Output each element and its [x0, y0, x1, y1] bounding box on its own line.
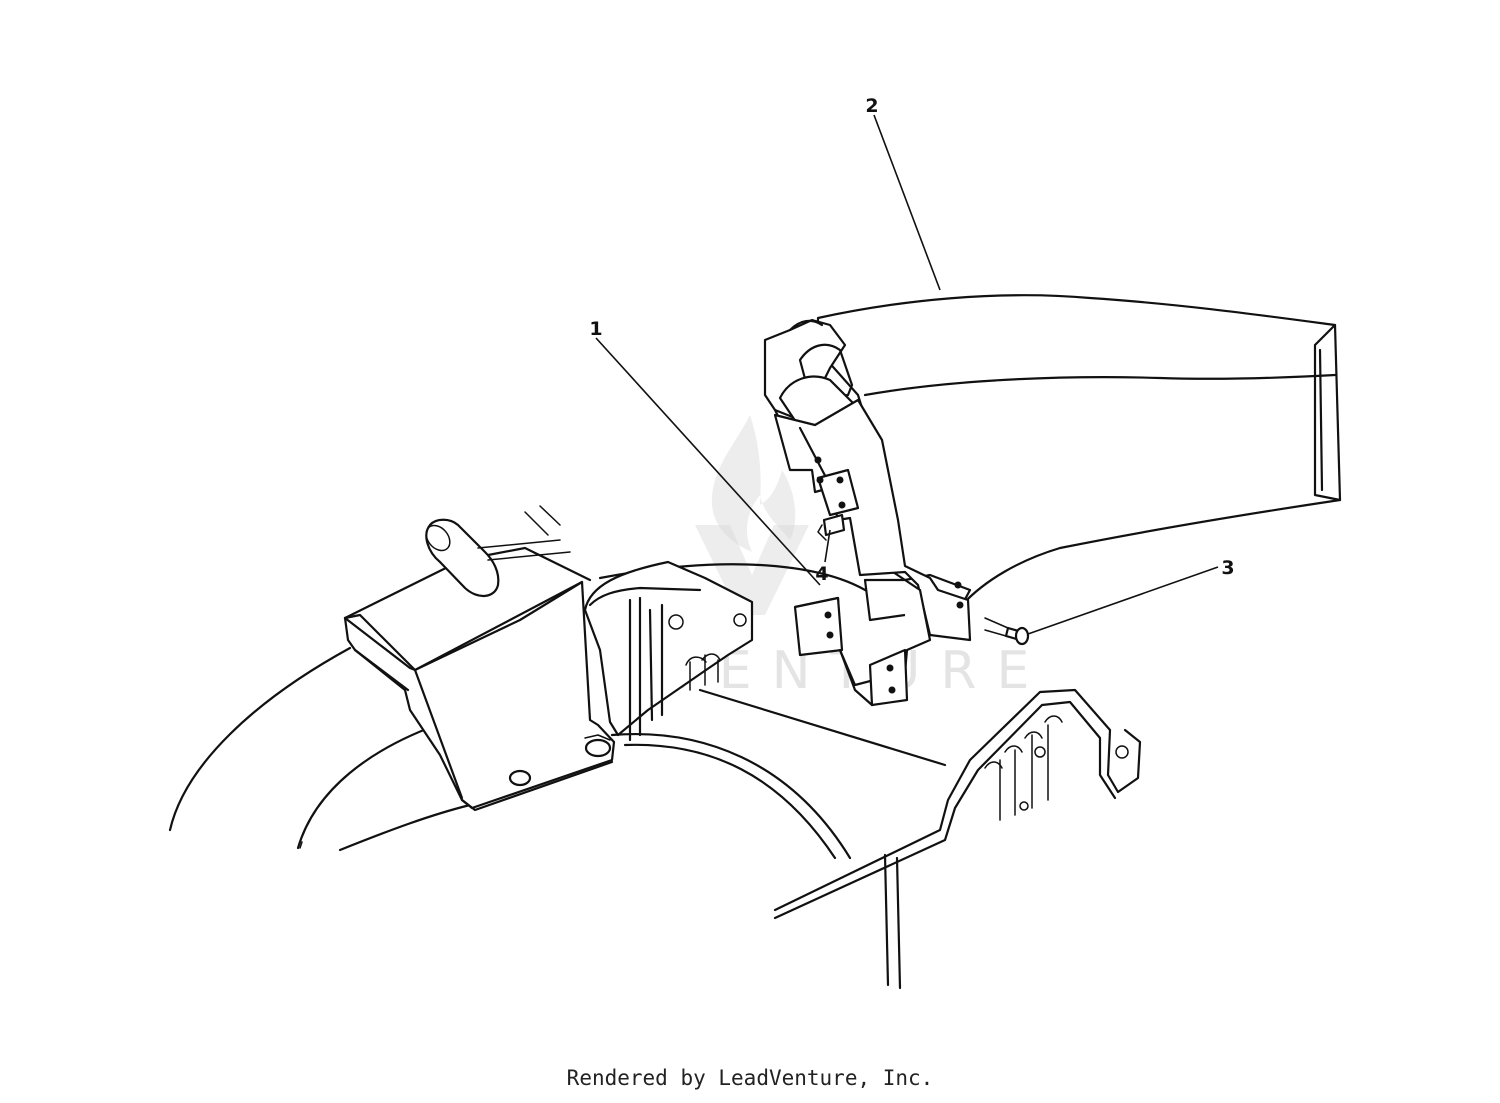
callout-label-4: 4: [815, 563, 828, 585]
deck-bracket: [583, 560, 754, 742]
leader-line-3: [1027, 566, 1219, 635]
callout-label-2: 2: [865, 95, 878, 117]
callout-label-3: 3: [1221, 557, 1234, 579]
leader-line-2: [873, 114, 941, 291]
bolt: [984, 617, 1030, 646]
chute-bracket: [773, 398, 972, 707]
watermark-v-icon: [695, 525, 809, 615]
footer-credit: Rendered by LeadVenture, Inc.: [566, 1066, 934, 1090]
callout-label-1: 1: [589, 318, 602, 340]
discharge-housing: [343, 505, 616, 812]
leader-line-1: [595, 337, 821, 586]
leader-lines: [595, 114, 1219, 635]
deck-housing: [168, 563, 1142, 990]
watermark-flame-icon: [711, 415, 796, 552]
leader-line-4: [824, 529, 831, 563]
